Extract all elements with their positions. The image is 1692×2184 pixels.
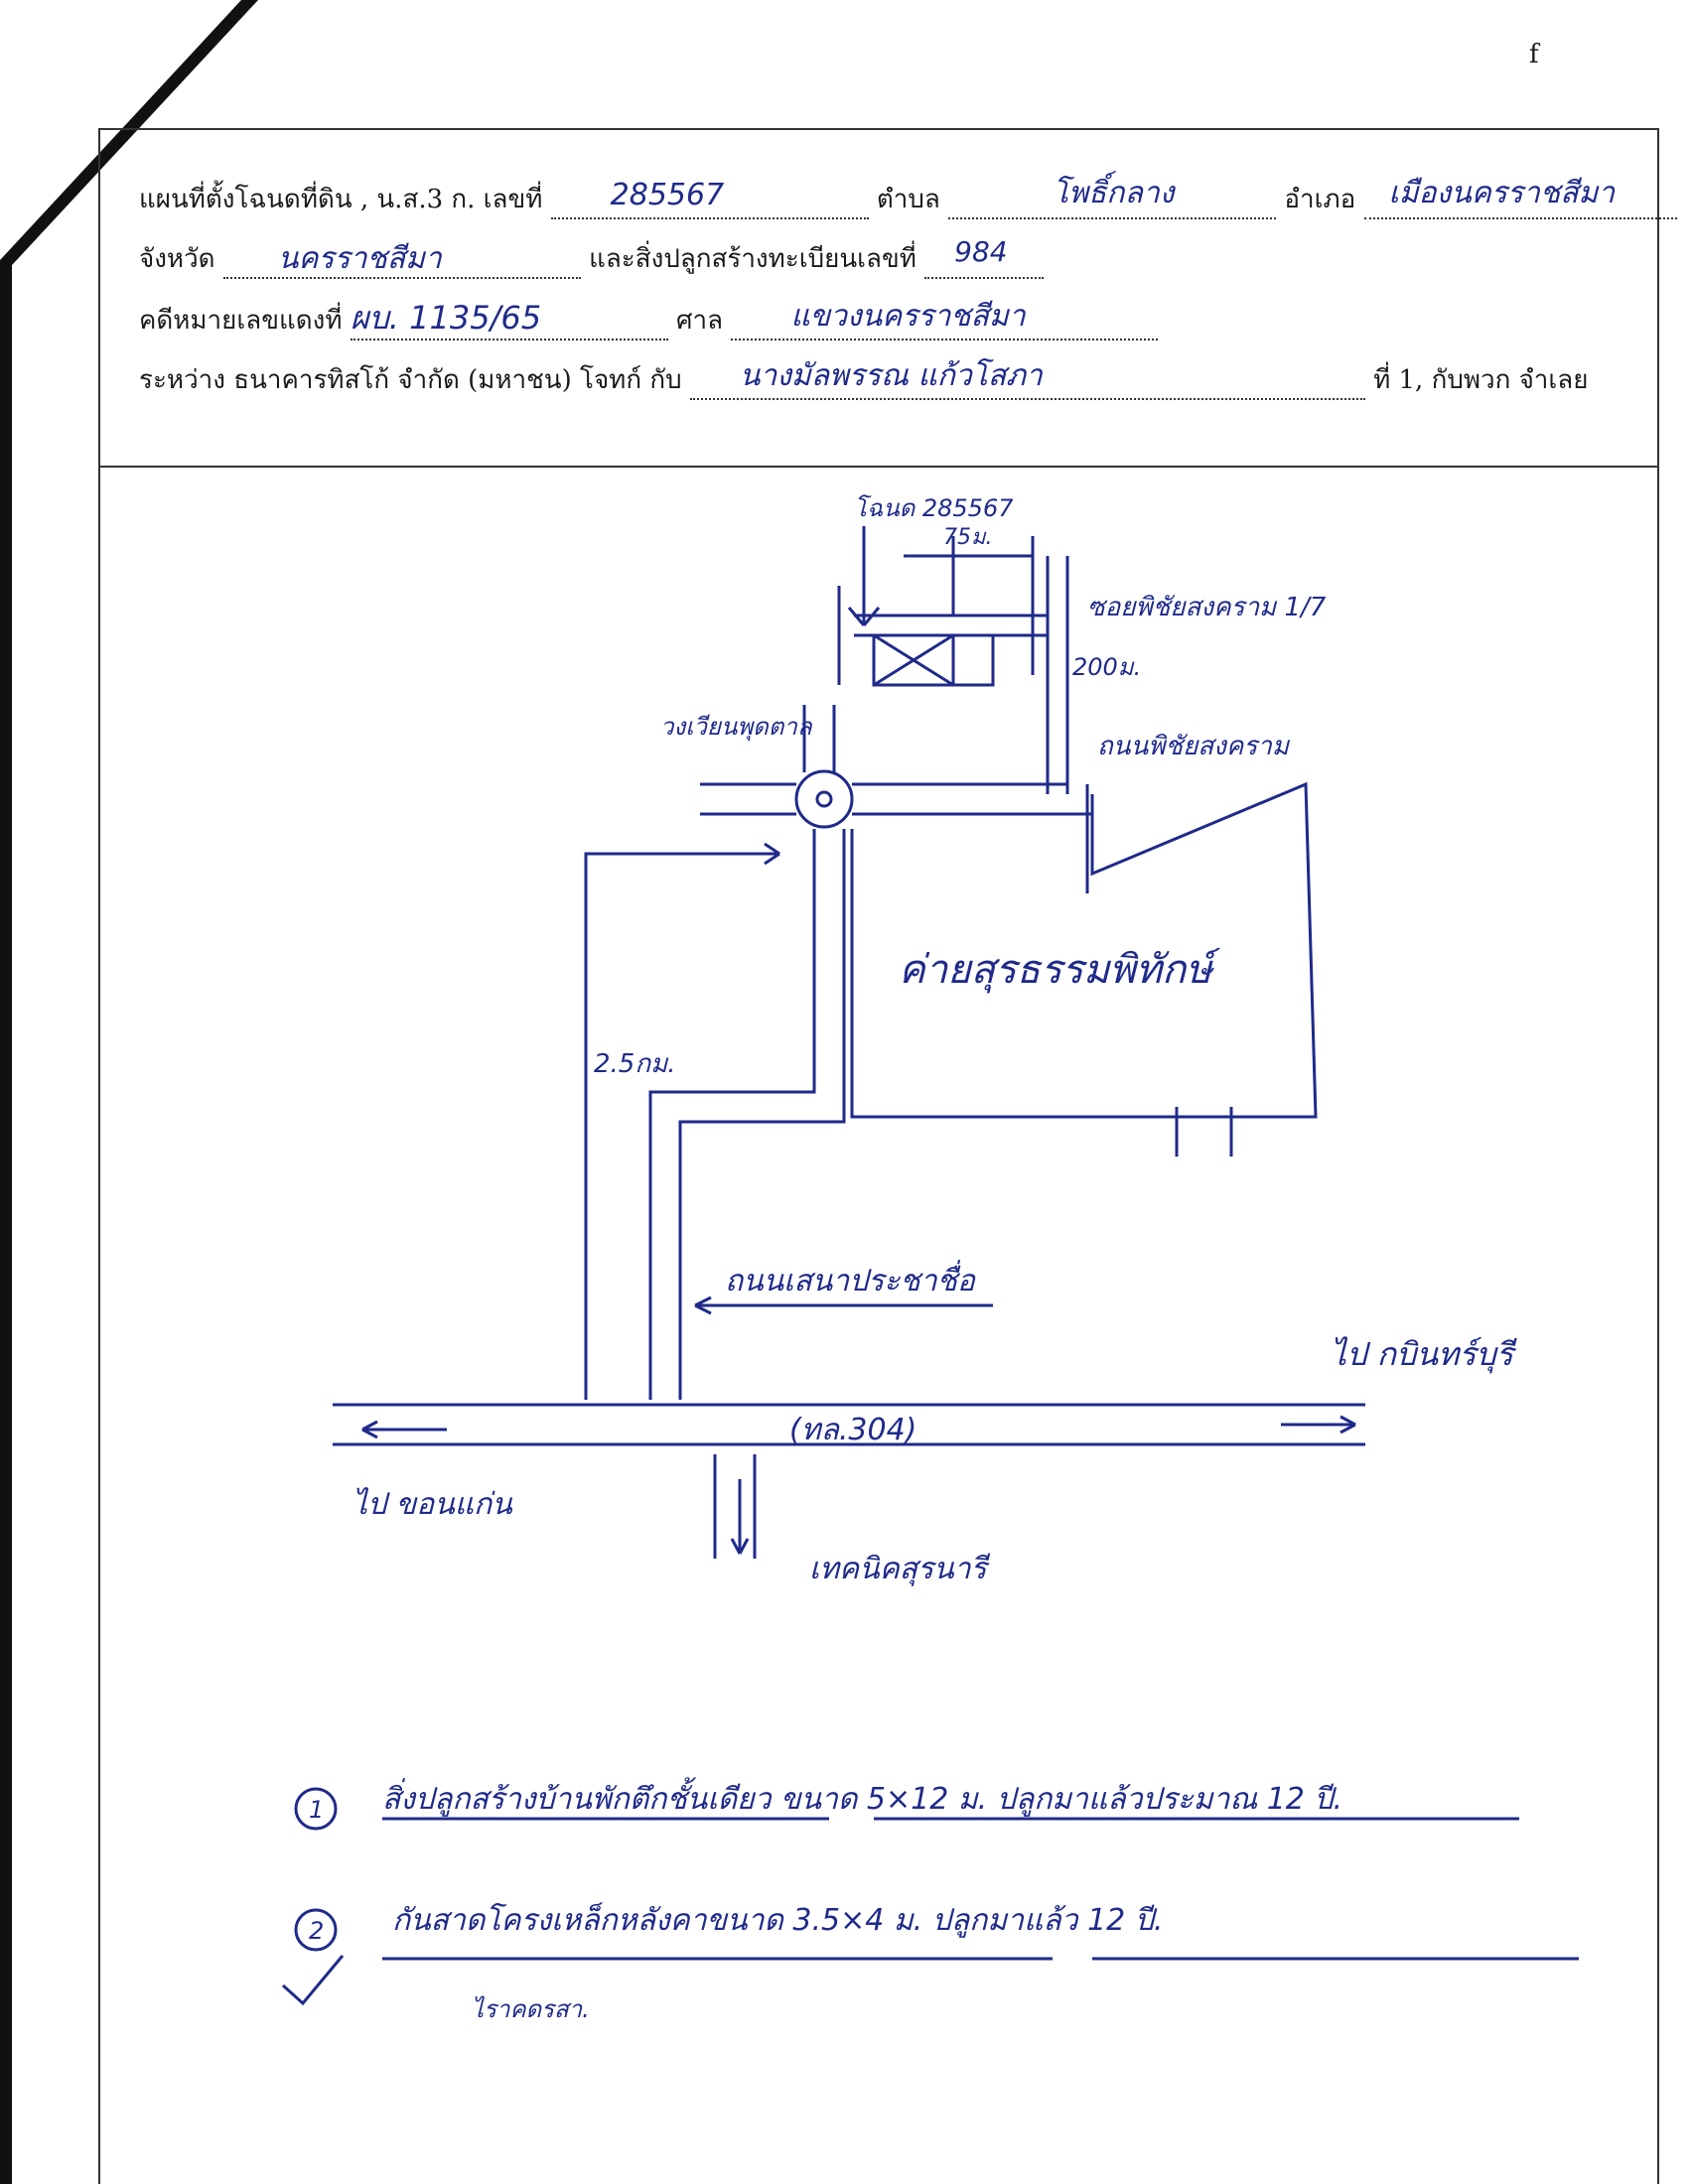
deed-number: 285567	[610, 178, 725, 212]
page-number: f	[1529, 40, 1539, 69]
road-senapra-label: ถนนเสนาประชาชื่อ	[725, 1260, 977, 1298]
road-pichai-label: ถนนพิชัยสงคราม	[1097, 732, 1291, 761]
case-number: ผบ. 1135/65	[350, 299, 542, 337]
defendant-name: นางมัลพรรณ แก้วโสภา	[739, 358, 1043, 393]
camp-label: ค่ายสุรธรรมพิทักษ์	[899, 947, 1221, 994]
header-line-4: ระหว่าง ธนาคารทิสโก้ จำกัด (มหาชน) โจทก์…	[139, 358, 1588, 400]
scan-edge	[0, 0, 12, 2184]
distance-25km: 2.5กม.	[594, 1049, 676, 1079]
header-line-1: แผนที่ตั้งโฉนดที่ดิน , น.ส.3 ก. เลขที่ 2…	[139, 176, 1677, 219]
south-label: เทคนิคสุรนารี	[809, 1552, 991, 1586]
soi-label: ซอยพิชัยสงคราม 1/7	[1087, 593, 1327, 622]
note2-text: กันสาดโครงเหล็กหลังคาขนาด 3.5×4 ม. ปลูกม…	[392, 1902, 1163, 1938]
note1-number: 1	[309, 1796, 324, 1824]
distance-75: 75ม.	[943, 525, 993, 550]
distance-200: 200ม.	[1072, 653, 1141, 681]
building-number: 984	[954, 235, 1008, 268]
to-west-label: ไป ขอนแก่น	[352, 1487, 513, 1522]
circle-label: วงเวียนพุดตาล	[660, 713, 813, 742]
to-east-label: ไป กบินทร์บุรี	[1331, 1335, 1517, 1374]
province-value: นครราชสีมา	[277, 241, 442, 276]
header-line-3: คดีหมายเลขแดงที่ ผบ. 1135/65 ศาล แขวงนคร…	[139, 299, 1159, 341]
highway-label: (ทล.304)	[789, 1413, 916, 1447]
note1-text: สิ่งปลูกสร้างบ้านพักตึกชั้นเดียว ขนาด 5×…	[382, 1777, 1342, 1817]
signature: ไราคดรสา.	[472, 1995, 590, 2023]
subdistrict-value: โพธิ์กลาง	[1053, 176, 1175, 210]
district-value: เมืองนครราชสีมา	[1388, 176, 1616, 210]
court-value: แขวงนครราชสีมา	[790, 299, 1026, 334]
note2-number: 2	[309, 1917, 324, 1945]
deed-label: โฉนด 285567	[854, 494, 1014, 522]
header-line-2: จังหวัด นครราชสีมา และสิ่งปลูกสร้างทะเบี…	[139, 235, 1045, 279]
